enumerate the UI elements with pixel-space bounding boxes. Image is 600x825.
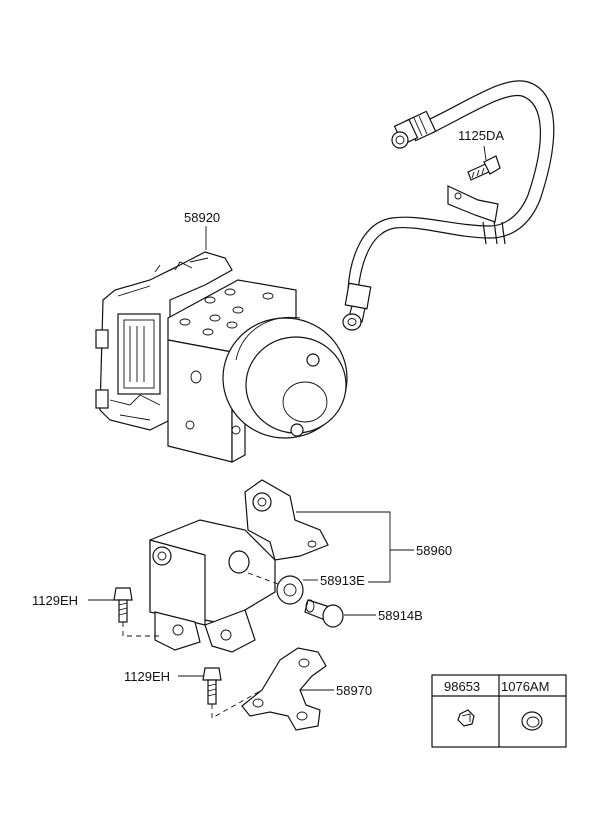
parts-table: 98653 1076AM [431, 674, 567, 748]
table-header-1076am: 1076AM [501, 679, 549, 694]
table-header-98653: 98653 [444, 679, 480, 694]
bolt-1129eh-upper-icon [113, 587, 133, 623]
brake-hose [342, 80, 555, 331]
clip-icon [457, 709, 475, 727]
bushing-58913e-icon [276, 575, 304, 605]
label-58960: 58960 [416, 543, 452, 558]
label-58913e: 58913E [320, 573, 365, 588]
label-1129eh-upper: 1129EH [32, 593, 78, 608]
label-1129eh-lower: 1129EH [124, 669, 170, 684]
label-58914b: 58914B [378, 608, 423, 623]
bolt-1129eh-lower-icon [202, 667, 222, 705]
bolt-1125da-icon [467, 155, 501, 181]
bracket-58960 [149, 479, 329, 653]
small-bracket-58970 [241, 647, 327, 731]
label-58970: 58970 [336, 683, 372, 698]
bolt-58914b-icon [304, 599, 344, 628]
abs-modulator-unit [95, 251, 348, 464]
label-58920: 58920 [184, 210, 220, 225]
label-1125da: 1125DA [458, 128, 504, 143]
plug-icon [521, 711, 543, 731]
